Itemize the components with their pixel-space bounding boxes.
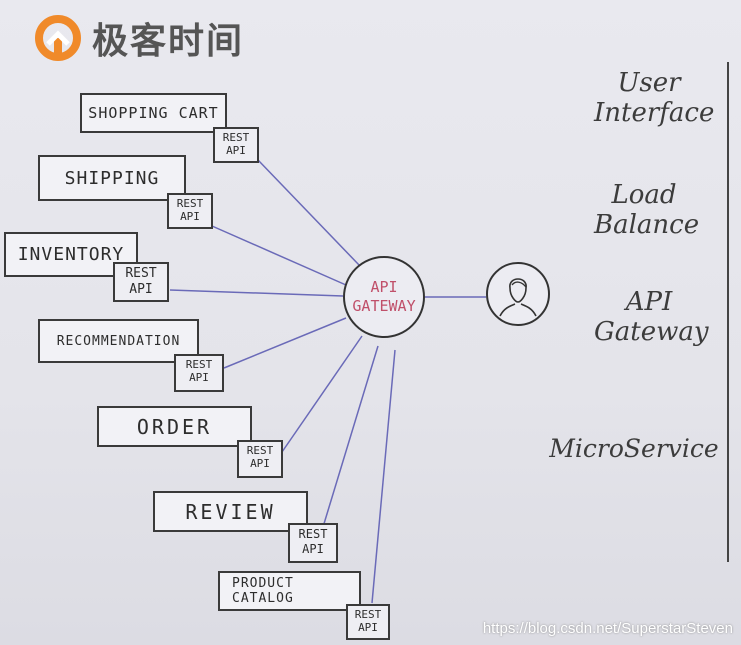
layer-label-line2: Gateway — [594, 317, 709, 347]
service-order: ORDER — [97, 406, 252, 447]
layer-label-line2: Balance — [594, 210, 700, 240]
rest-label: REST — [185, 358, 213, 371]
layer-load-balance: Load Balance — [594, 180, 699, 240]
wire-order — [281, 335, 363, 453]
logo-text: 极客时间 — [92, 21, 245, 62]
service-label: SHIPPING — [64, 167, 160, 189]
service-shopping-cart: SHOPPING CART — [80, 93, 227, 133]
watermark: https://blog.csdn.net/SuperstarSteven — [482, 620, 733, 637]
rest-api-box: REST API — [113, 262, 169, 302]
api-label: API — [189, 371, 209, 384]
api-gateway-node: API GATEWAY — [343, 256, 425, 338]
layer-label-line1: MicroService — [549, 434, 719, 463]
geektime-logo: 极客时间 — [34, 10, 244, 66]
rest-api-box: REST API — [288, 523, 338, 563]
service-label: INVENTORY — [17, 244, 125, 265]
api-label: API — [358, 621, 378, 634]
layer-user-interface: User Interface — [594, 68, 714, 128]
rest-api-box: REST API — [174, 354, 224, 392]
wire-recommendation — [223, 317, 347, 369]
rest-label: REST — [246, 444, 274, 457]
rest-api-box: REST API — [346, 604, 390, 640]
rest-api-box: REST API — [237, 440, 283, 478]
rest-label: REST — [354, 608, 382, 621]
layer-label-line1: API — [625, 287, 673, 317]
api-label: API — [226, 144, 246, 157]
layer-label-line2: Interface — [594, 98, 715, 128]
user-icon — [499, 278, 537, 317]
service-inventory: INVENTORY — [4, 232, 138, 277]
layer-divider-line — [727, 62, 729, 562]
service-review: REVIEW — [153, 491, 308, 532]
service-shipping: SHIPPING — [38, 155, 186, 201]
rest-api-box: REST API — [213, 127, 259, 163]
gateway-label-line2: GATEWAY — [352, 297, 416, 315]
layer-microservice: MicroService — [548, 434, 720, 464]
geektime-logo-icon — [35, 15, 81, 61]
rest-label: REST — [298, 527, 328, 541]
rest-label: REST — [125, 266, 157, 281]
layer-label-line1: Load — [611, 180, 677, 210]
layer-api-gateway: API Gateway — [594, 287, 709, 347]
api-label: API — [302, 542, 324, 556]
layer-label-line1: User — [617, 68, 681, 98]
wire-shipping — [211, 225, 347, 286]
service-label-line2: CATALOG — [232, 591, 294, 606]
user-node — [486, 262, 550, 326]
rest-api-box: REST API — [167, 193, 213, 229]
wire-shopping-cart — [257, 159, 361, 267]
api-label: API — [180, 210, 200, 223]
gateway-label-line1: API — [370, 278, 398, 296]
service-label: ORDER — [136, 414, 213, 439]
service-label-line1: PRODUCT — [232, 576, 294, 591]
service-label: RECOMMENDATION — [56, 333, 181, 349]
wire-inventory — [169, 289, 344, 297]
service-label: REVIEW — [185, 499, 276, 524]
api-label: API — [129, 282, 153, 297]
wire-review — [322, 345, 379, 528]
rest-label: REST — [222, 131, 250, 144]
api-label: API — [250, 457, 270, 470]
rest-label: REST — [176, 197, 204, 210]
wire-product-catalog — [371, 349, 396, 604]
service-label: SHOPPING CART — [88, 104, 219, 122]
service-product-catalog: PRODUCT CATALOG — [218, 571, 361, 611]
service-recommendation: RECOMMENDATION — [38, 319, 199, 363]
